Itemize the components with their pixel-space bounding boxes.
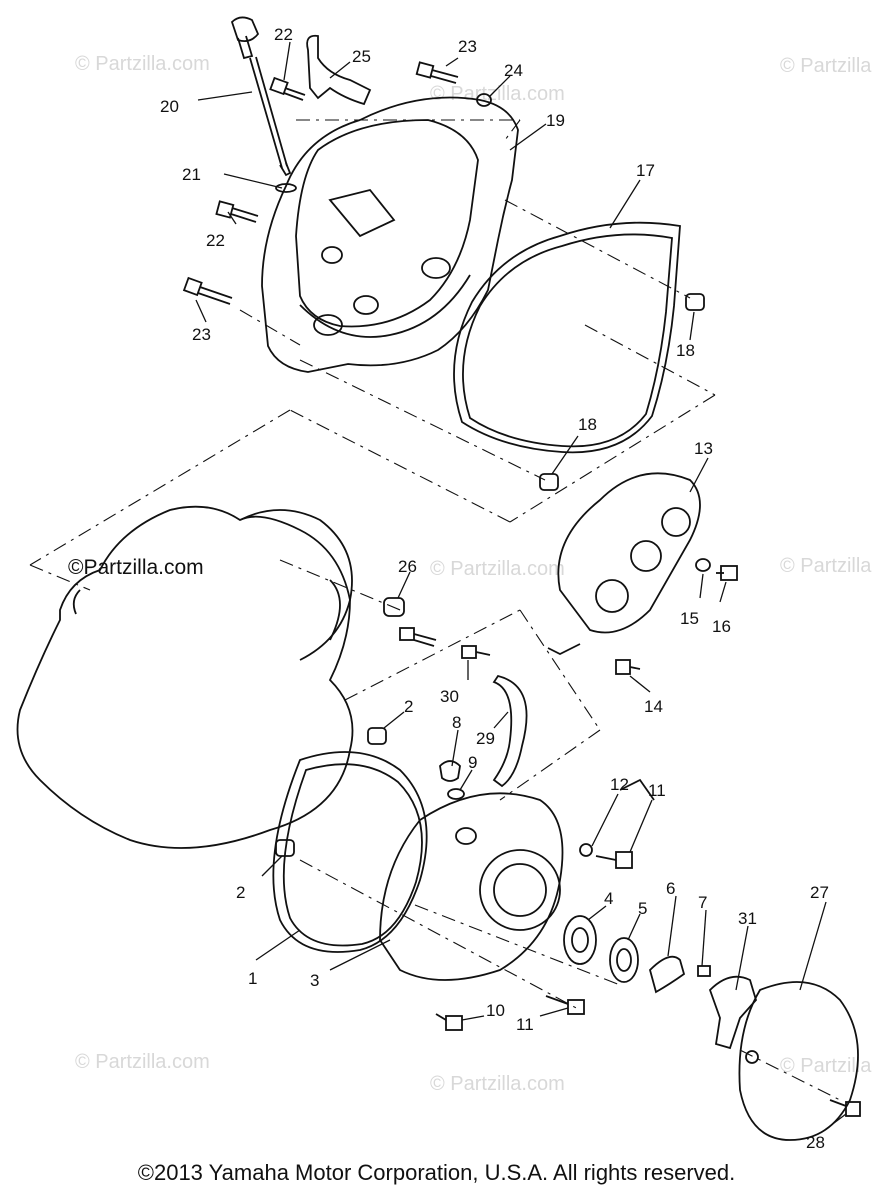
washer-12 [579, 843, 593, 857]
bolt-14 [615, 659, 641, 675]
bracket-25 [306, 34, 372, 106]
callout-15: 15 [680, 609, 699, 628]
plug-8 [439, 760, 461, 782]
bolt-11-upper [595, 851, 633, 869]
callout-17: 17 [636, 161, 655, 180]
callout-2: 2 [404, 697, 413, 716]
callout-19: 19 [546, 111, 565, 130]
dowel-18-upper [685, 293, 705, 311]
callout-29: 29 [476, 729, 495, 748]
callout-28: 28 [806, 1133, 825, 1152]
bearing-5 [609, 937, 639, 983]
svg-text:© Partzilla.com: © Partzilla.com [780, 1055, 873, 1077]
callout-31: 31 [738, 909, 757, 928]
bolt-23-mid [182, 276, 233, 305]
callout-7: 7 [698, 893, 707, 912]
copyright-footer: ©2013 Yamaha Motor Corporation, U.S.A. A… [137, 1160, 736, 1185]
svg-text:© Partzilla.com: © Partzilla.com [430, 1073, 565, 1095]
bolt-22-mid [215, 200, 259, 223]
callout-13: 13 [694, 439, 713, 458]
svg-text:© Partzilla.com: © Partzilla.com [780, 555, 873, 577]
callout-20: 20 [160, 97, 179, 116]
watermark-layer: © Partzilla.com © Partzilla.com © Partzi… [75, 53, 873, 1095]
callout-22: 22 [206, 231, 225, 250]
washer-15 [695, 558, 711, 572]
callout-22: 22 [274, 25, 293, 44]
screw-7 [697, 965, 711, 977]
oil-seal-4 [563, 915, 597, 965]
callout-14: 14 [644, 697, 663, 716]
callout-30: 30 [440, 687, 459, 706]
svg-text:© Partzilla.com: © Partzilla.com [75, 1051, 210, 1073]
bolt-10 [435, 1013, 463, 1031]
svg-text:© Partzilla.com: © Partzilla.com [780, 55, 873, 77]
clamp-29 [492, 674, 528, 788]
callout-23: 23 [192, 325, 211, 344]
retainer-6 [648, 955, 686, 994]
callout-26: 26 [398, 557, 417, 576]
alignment-lines [29, 119, 841, 1101]
callout-24: 24 [504, 61, 523, 80]
svg-text:© Partzilla.com: © Partzilla.com [75, 53, 210, 75]
callout-3: 3 [310, 971, 319, 990]
dipstick [230, 16, 292, 177]
callout-18: 18 [676, 341, 695, 360]
callout-23: 23 [458, 37, 477, 56]
screw-28 [829, 1099, 861, 1117]
engine-outline [16, 505, 354, 849]
callout-27: 27 [810, 883, 829, 902]
callout-21: 21 [182, 165, 201, 184]
partzilla-watermark: ©Partzilla.com [68, 556, 204, 579]
bolt-23-top [415, 61, 459, 84]
callout-12: 12 [610, 775, 629, 794]
callout-8: 8 [452, 713, 461, 732]
callout-16: 16 [712, 617, 731, 636]
adaptor-31 [708, 975, 758, 1050]
dowel-26 [383, 597, 405, 617]
dowel-18-lower [539, 473, 559, 491]
callout-6: 6 [666, 879, 675, 898]
dowel-2-upper [367, 727, 387, 745]
bolt-16 [716, 565, 738, 581]
bolt-30 [461, 645, 491, 659]
callout-5: 5 [638, 899, 647, 918]
svg-text:© Partzilla.com: © Partzilla.com [430, 558, 565, 580]
callout-1: 1 [248, 969, 257, 988]
o-ring-9 [447, 788, 465, 800]
sprocket-cover-13 [547, 472, 701, 656]
svg-text:© Partzilla.com: © Partzilla.com [430, 83, 565, 105]
callout-2: 2 [236, 883, 245, 902]
gasket-17 [453, 221, 681, 454]
bolt-26 [399, 627, 437, 647]
callout-11: 11 [648, 781, 666, 800]
callout-25: 25 [352, 47, 371, 66]
callout-10: 10 [486, 1001, 505, 1020]
leader-lines [195, 41, 847, 1133]
crankcase-cover-19 [261, 96, 519, 373]
callout-11: 11 [516, 1015, 534, 1034]
callout-labels: 22 25 23 24 20 19 17 21 22 23 18 18 13 2… [160, 25, 829, 1152]
callout-4: 4 [604, 889, 613, 908]
bolt-11-lower [545, 995, 585, 1015]
bolt-22-top [269, 76, 306, 101]
callout-9: 9 [468, 753, 477, 772]
gasket-1 [272, 751, 428, 953]
generator-cover-3 [379, 778, 655, 981]
callout-18: 18 [578, 415, 597, 434]
